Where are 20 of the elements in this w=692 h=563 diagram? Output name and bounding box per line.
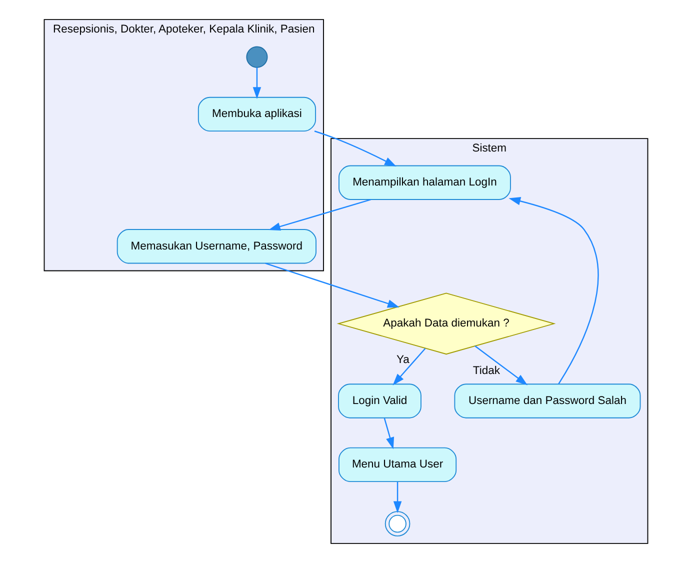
arrow <box>314 130 396 167</box>
arrow <box>508 197 599 384</box>
edge-label: Tidak <box>472 365 500 378</box>
node-box: Memasukan Username, Password <box>116 229 316 264</box>
edge-label: Ya <box>396 354 410 366</box>
node-circle <box>384 511 410 536</box>
node-box: Membuka aplikasi <box>198 96 316 132</box>
arrow <box>265 262 400 308</box>
arrow <box>393 482 402 514</box>
node-box: Login Valid <box>338 384 422 418</box>
arrow <box>268 199 372 231</box>
node-diamond: Apakah Data diemukan ? <box>336 292 556 355</box>
node-box: Menu Utama User <box>338 447 457 482</box>
arrow <box>474 346 528 386</box>
node-box: Username dan Password Salah <box>454 384 641 418</box>
arrow <box>384 418 394 450</box>
arrow <box>392 348 426 386</box>
arrow <box>252 67 262 99</box>
node-box: Menampilkan halaman LogIn <box>338 165 511 200</box>
node-circle <box>246 46 268 68</box>
